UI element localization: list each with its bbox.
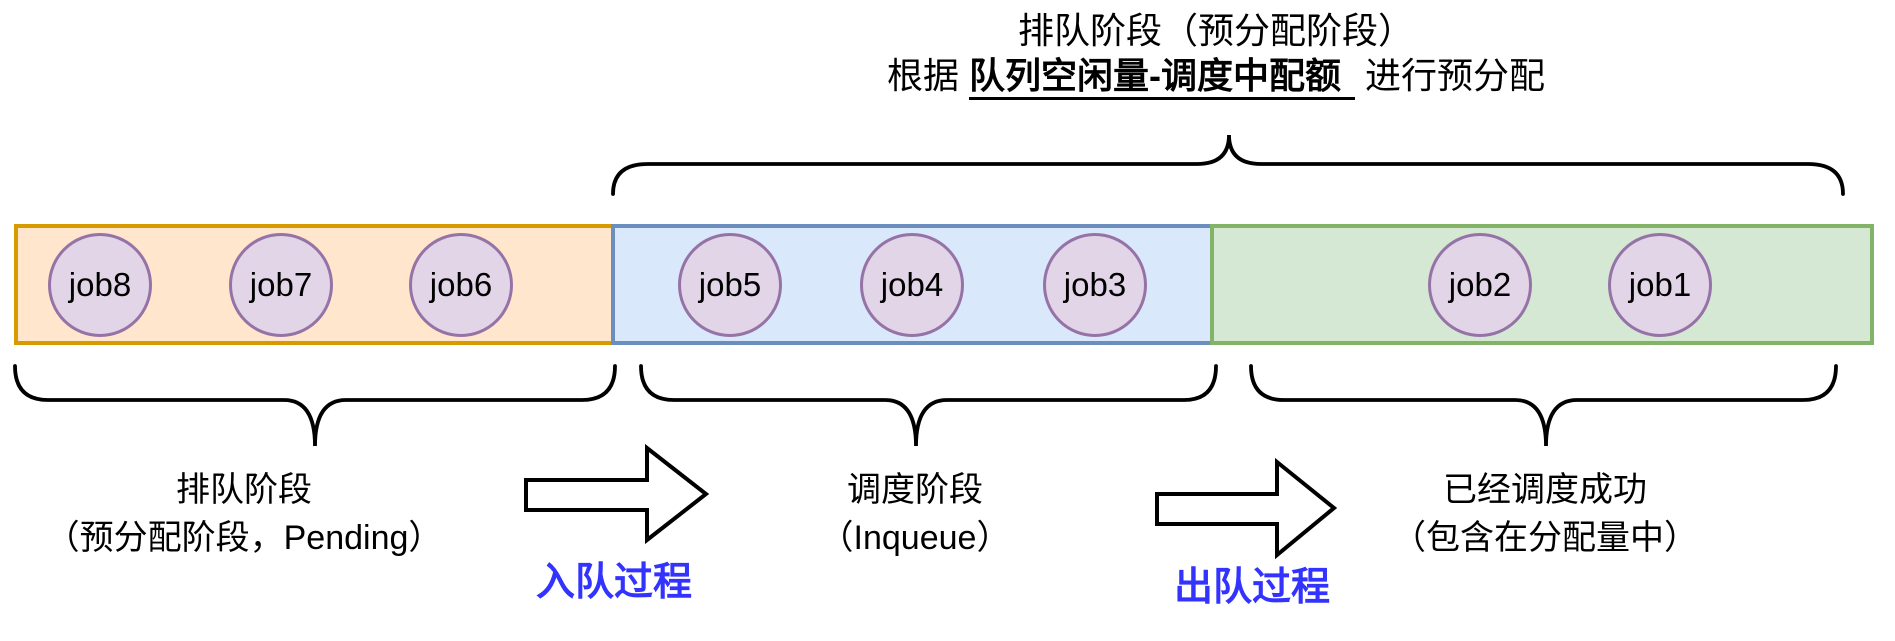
stage-box-scheduled: job2 job1 <box>1210 224 1874 345</box>
stage-label-scheduled-line2: （包含在分配量中） <box>1392 519 1698 557</box>
stage-label-pending-line1: 排队阶段 <box>176 471 312 509</box>
header-line2-prefix: 根据 <box>886 55 969 96</box>
header-title: 排队阶段（预分配阶段） 根据 队列空闲量-调度中配额 进行预分配 <box>886 8 1546 100</box>
bottom-brace-scheduled <box>1249 364 1838 447</box>
stage-label-pending-line2: （预分配阶段，Pending） <box>45 519 443 557</box>
job-label: job7 <box>249 266 313 303</box>
job-label: job6 <box>429 266 493 303</box>
job-circle: job7 <box>229 233 333 337</box>
header-line1: 排队阶段（预分配阶段） <box>1017 10 1414 51</box>
dequeue-label: 出队过程 <box>1173 566 1331 609</box>
job-circle: job6 <box>409 233 513 337</box>
enqueue-label: 入队过程 <box>535 561 693 604</box>
job-label: job2 <box>1448 266 1512 303</box>
job-label: job8 <box>68 266 132 303</box>
job-circle: job2 <box>1428 233 1532 337</box>
top-brace <box>611 134 1845 196</box>
job-circle: job3 <box>1043 233 1147 337</box>
job-label: job5 <box>698 266 762 303</box>
job-label: job3 <box>1063 266 1127 303</box>
job-circle: job4 <box>860 233 964 337</box>
job-label: job4 <box>880 266 944 303</box>
enqueue-arrow-icon <box>524 443 710 545</box>
job-label: job1 <box>1628 266 1692 303</box>
job-circle: job1 <box>1608 233 1712 337</box>
stage-label-pending: 排队阶段 （预分配阶段，Pending） <box>46 466 443 562</box>
stage-box-inqueue: job5 job4 job3 <box>611 224 1214 345</box>
stage-label-scheduled-line1: 已经调度成功 <box>1443 471 1647 509</box>
bottom-brace-pending <box>13 364 617 447</box>
stage-box-pending: job8 job7 job6 <box>14 224 615 345</box>
stage-label-inqueue-line1: 调度阶段 <box>847 471 983 509</box>
stage-label-scheduled: 已经调度成功 （包含在分配量中） <box>1392 466 1698 562</box>
header-line2-suffix: 进行预分配 <box>1355 55 1546 96</box>
dequeue-arrow-icon <box>1155 457 1338 560</box>
stage-label-inqueue-line2: （Inqueue） <box>819 519 1011 557</box>
header-line2-emphasis: 队列空闲量-调度中配额 <box>969 55 1355 100</box>
job-circle: job5 <box>678 233 782 337</box>
job-circle: job8 <box>48 233 152 337</box>
stage-label-inqueue: 调度阶段 （Inqueue） <box>820 466 1011 562</box>
header-line2: 根据 队列空闲量-调度中配额 进行预分配 <box>886 53 1546 100</box>
bottom-brace-inqueue <box>639 364 1218 447</box>
